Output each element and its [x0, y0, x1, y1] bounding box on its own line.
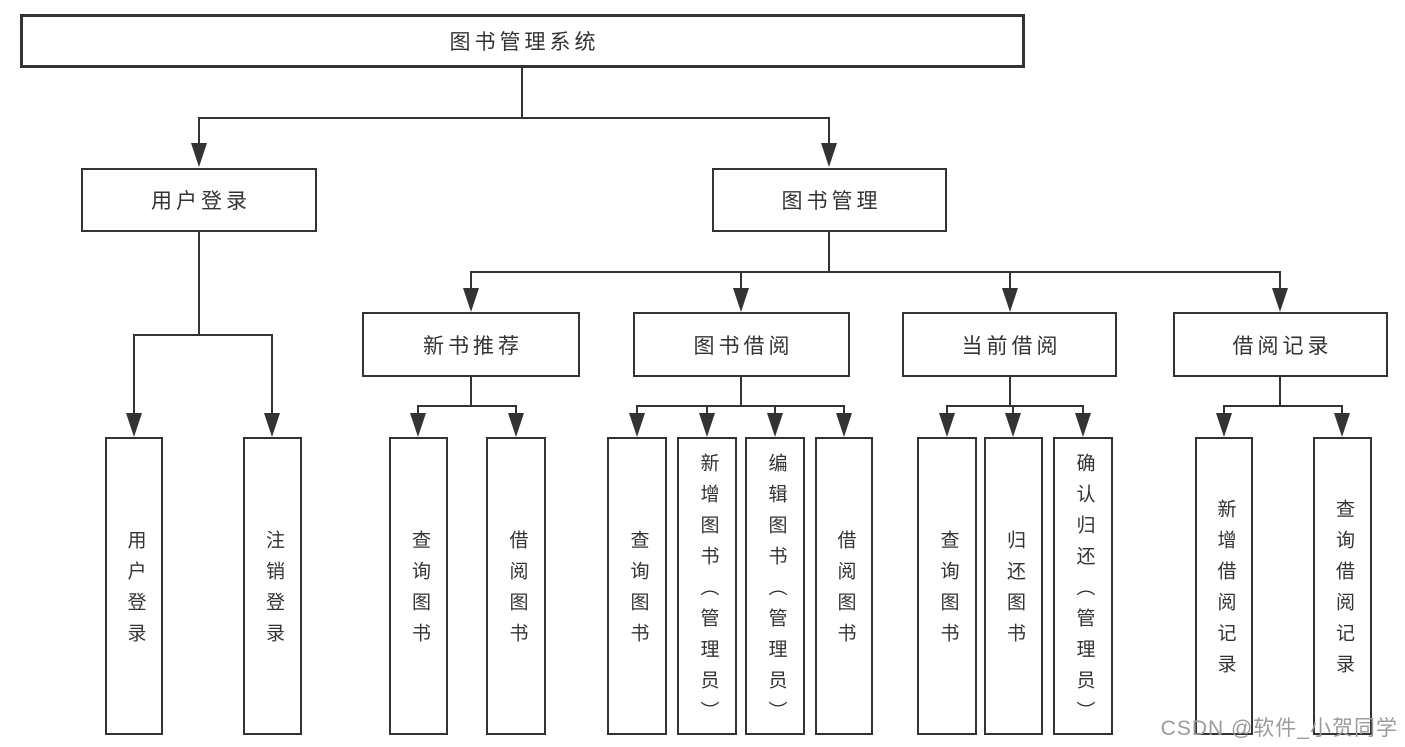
node-label: 注销登录	[262, 530, 284, 654]
connector-line	[1223, 405, 1225, 417]
connector-line	[740, 271, 742, 291]
node-label: 图书管理系统	[449, 31, 600, 54]
arrow-down-icon	[733, 288, 749, 312]
arrow-down-icon	[1002, 288, 1018, 312]
arrow-down-icon	[1075, 413, 1091, 437]
connector-line	[470, 271, 472, 291]
arrow-down-icon	[1005, 413, 1021, 437]
leaf-borrow-books-recommend: 借阅图书	[486, 437, 546, 735]
node-borrowing-records: 借阅记录	[1173, 312, 1388, 377]
leaf-confirm-return-admin: 确认归还（管理员）	[1053, 437, 1113, 735]
node-book-borrowing: 图书借阅	[633, 312, 850, 377]
connector-line	[828, 232, 830, 273]
node-label: 新书推荐	[423, 334, 523, 358]
connector-line	[946, 405, 1084, 407]
leaf-query-books-borrow: 查询图书	[607, 437, 667, 735]
arrow-down-icon	[836, 413, 852, 437]
leaf-query-books-current: 查询图书	[917, 437, 977, 735]
arrow-down-icon	[410, 413, 426, 437]
connector-line	[774, 405, 776, 417]
connector-line	[133, 334, 273, 336]
connector-line	[521, 68, 523, 118]
node-label: 用户登录	[124, 530, 146, 654]
arrow-down-icon	[191, 143, 207, 167]
connector-line	[1009, 377, 1011, 407]
leaf-logout: 注销登录	[243, 437, 302, 735]
arrow-down-icon	[1334, 413, 1350, 437]
connector-line	[470, 271, 1281, 273]
arrow-down-icon	[264, 413, 280, 437]
connector-line	[417, 405, 419, 417]
connector-line	[1012, 405, 1014, 417]
connector-line	[1279, 271, 1281, 291]
connector-line	[706, 405, 708, 417]
node-label: 图书借阅	[693, 334, 794, 358]
arrow-down-icon	[629, 413, 645, 437]
node-user-login: 用户登录	[81, 168, 317, 232]
connector-line	[636, 405, 845, 407]
leaf-user-login: 用户登录	[105, 437, 163, 735]
arrow-down-icon	[699, 413, 715, 437]
node-label: 查询图书	[627, 530, 649, 654]
node-label: 查询图书	[408, 530, 430, 654]
connector-line	[1223, 405, 1343, 407]
node-label: 图书管理	[781, 190, 882, 213]
connector-line	[198, 232, 200, 336]
connector-line	[417, 405, 517, 407]
connector-line	[470, 377, 472, 407]
node-label: 确认归还（管理员）	[1073, 452, 1095, 732]
arrow-down-icon	[767, 413, 783, 437]
node-library-management-system: 图书管理系统	[20, 14, 1025, 68]
leaf-query-books-recommend: 查询图书	[389, 437, 448, 735]
node-label: 查询借阅记录	[1332, 499, 1354, 685]
csdn-watermark: CSDN @软件_小贺同学	[1160, 717, 1398, 740]
connector-line	[843, 405, 845, 417]
arrow-down-icon	[126, 413, 142, 437]
node-label: 当前借阅	[961, 334, 1062, 358]
connector-line	[198, 117, 830, 119]
leaf-query-borrow-record: 查询借阅记录	[1313, 437, 1372, 735]
node-book-management: 图书管理	[712, 168, 947, 232]
connector-line	[133, 334, 135, 416]
arrow-down-icon	[1272, 288, 1288, 312]
arrow-down-icon	[463, 288, 479, 312]
node-label: 借阅记录	[1232, 334, 1333, 358]
connector-line	[946, 405, 948, 417]
leaf-add-books-admin: 新增图书（管理员）	[677, 437, 737, 735]
leaf-return-books: 归还图书	[984, 437, 1043, 735]
node-label: 编辑图书（管理员）	[765, 452, 787, 732]
node-label: 借阅图书	[834, 530, 856, 654]
connector-line	[828, 117, 830, 147]
arrow-down-icon	[1216, 413, 1232, 437]
node-label: 新增借阅记录	[1214, 499, 1236, 685]
connector-line	[271, 334, 273, 416]
node-label: 用户登录	[151, 190, 251, 213]
connector-line	[515, 405, 517, 417]
leaf-add-borrow-record: 新增借阅记录	[1195, 437, 1253, 735]
connector-line	[198, 117, 200, 147]
arrow-down-icon	[821, 143, 837, 167]
connector-line	[1279, 377, 1281, 407]
node-current-borrowing: 当前借阅	[902, 312, 1117, 377]
node-label: 新增图书（管理员）	[697, 452, 719, 732]
connector-line	[740, 377, 742, 407]
arrow-down-icon	[508, 413, 524, 437]
leaf-edit-books-admin: 编辑图书（管理员）	[745, 437, 805, 735]
connector-line	[1341, 405, 1343, 417]
node-label: 借阅图书	[506, 530, 528, 654]
connector-line	[1082, 405, 1084, 417]
arrow-down-icon	[939, 413, 955, 437]
connector-line	[636, 405, 638, 417]
connector-line	[1009, 271, 1011, 291]
node-label: 查询图书	[937, 530, 959, 654]
node-label: 归还图书	[1003, 530, 1025, 654]
node-new-book-recommendation: 新书推荐	[362, 312, 580, 377]
leaf-borrow-books: 借阅图书	[815, 437, 873, 735]
